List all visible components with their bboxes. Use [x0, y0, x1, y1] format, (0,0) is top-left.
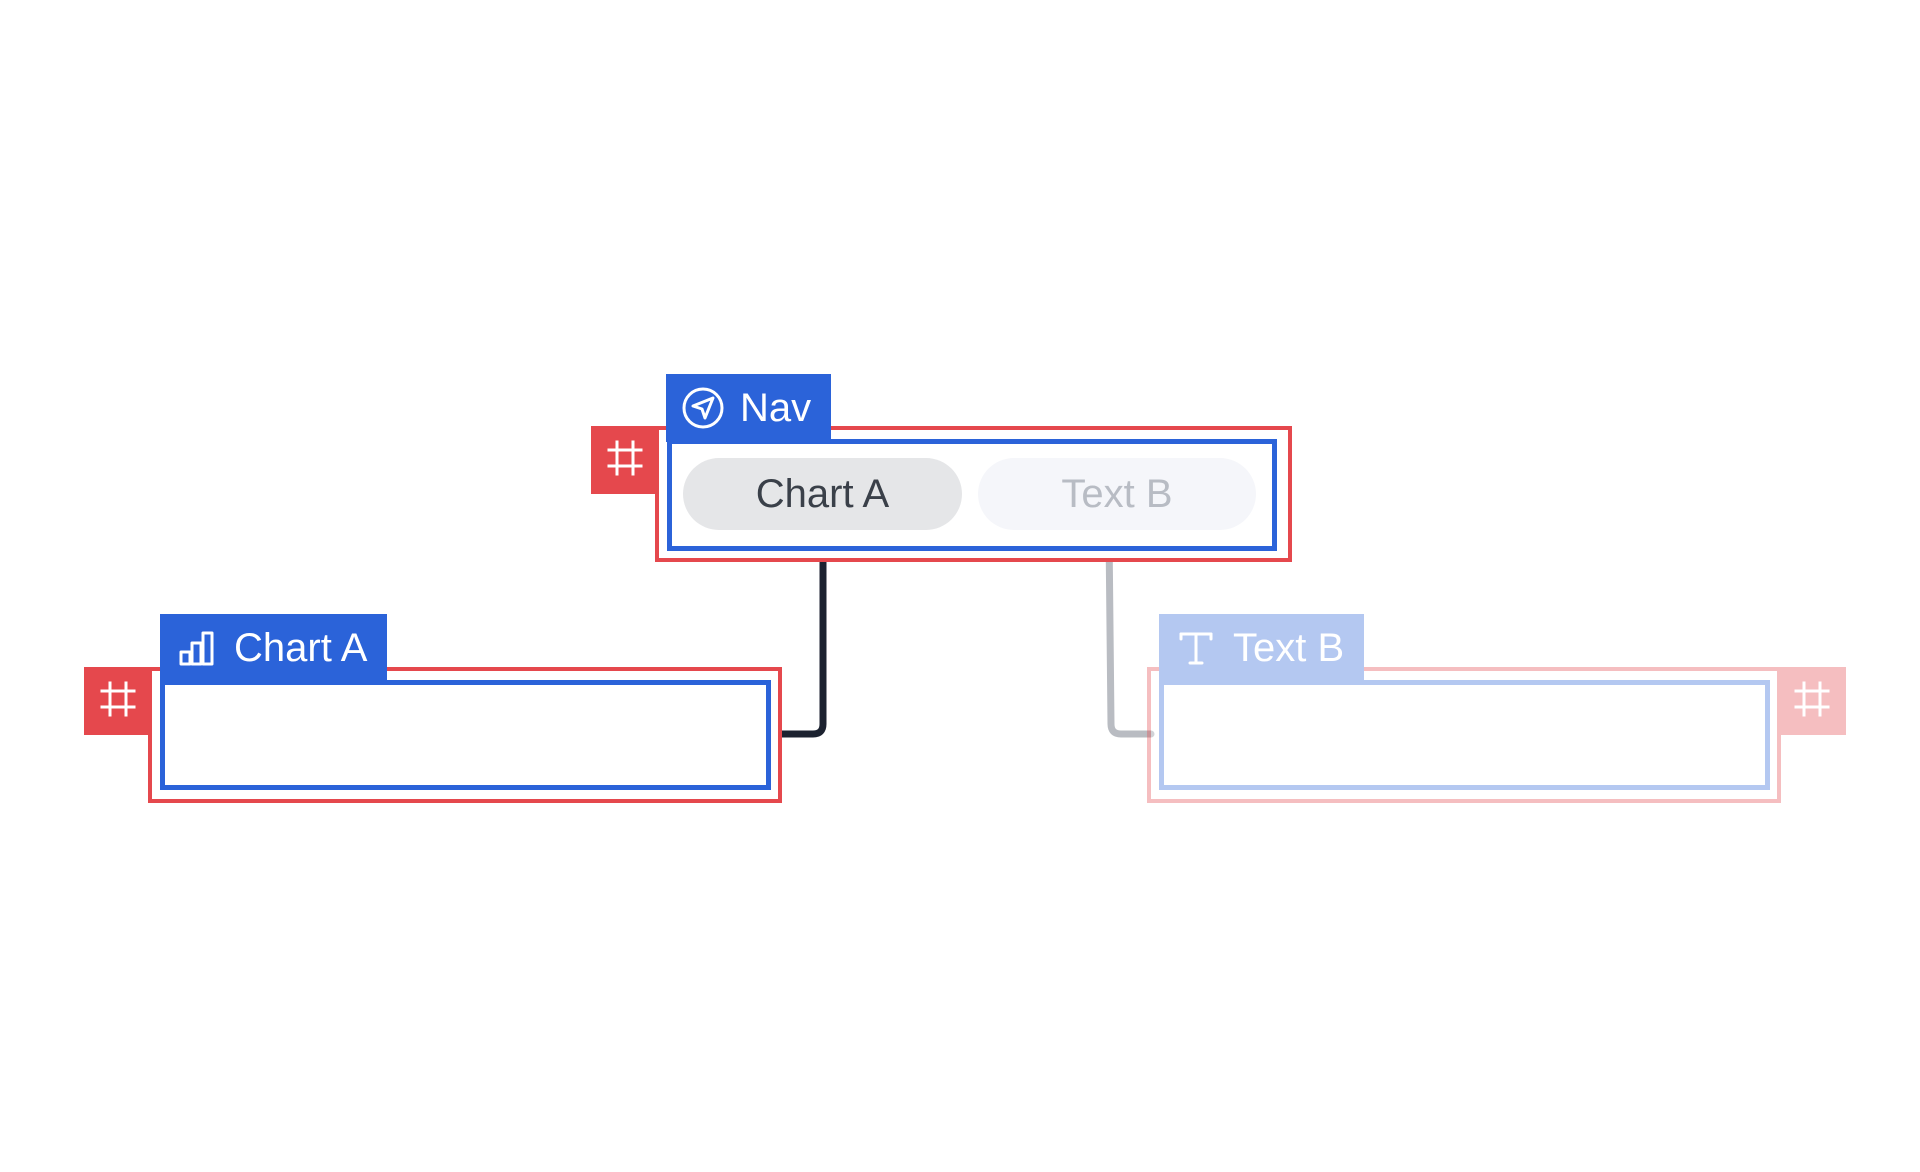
- text-b-label: Text B: [1233, 625, 1345, 670]
- nav-tab-chart-a[interactable]: Chart A: [683, 458, 962, 530]
- text-b-frame[interactable]: [1147, 667, 1781, 803]
- chart-a-label: Chart A: [234, 625, 368, 670]
- frame-grid-icon: [606, 439, 644, 482]
- frame-grid-icon: [1793, 680, 1831, 723]
- connector-text-b: [1105, 528, 1155, 738]
- frame-grid-icon: [99, 680, 137, 723]
- nav-frame-handle[interactable]: [591, 426, 659, 494]
- connector-chart-a: [777, 528, 827, 738]
- send-arrow-icon: [680, 385, 726, 431]
- text-b-frame-handle[interactable]: [1778, 667, 1846, 735]
- chart-a-frame-handle[interactable]: [84, 667, 152, 735]
- nav-label: Nav: [740, 385, 812, 430]
- chart-a-label-tag[interactable]: Chart A: [160, 614, 388, 682]
- bar-chart-icon: [174, 625, 220, 671]
- nav-label-tag[interactable]: Nav: [666, 374, 832, 442]
- nav-tab-chart-a-label: Chart A: [755, 471, 890, 516]
- text-b-component[interactable]: [1159, 680, 1770, 790]
- text-type-icon: [1173, 625, 1219, 671]
- text-b-label-tag[interactable]: Text B: [1159, 614, 1365, 682]
- nav-tab-text-b-label: Text B: [1061, 471, 1173, 516]
- nav-tab-text-b[interactable]: Text B: [978, 458, 1256, 530]
- chart-a-component[interactable]: [160, 680, 771, 790]
